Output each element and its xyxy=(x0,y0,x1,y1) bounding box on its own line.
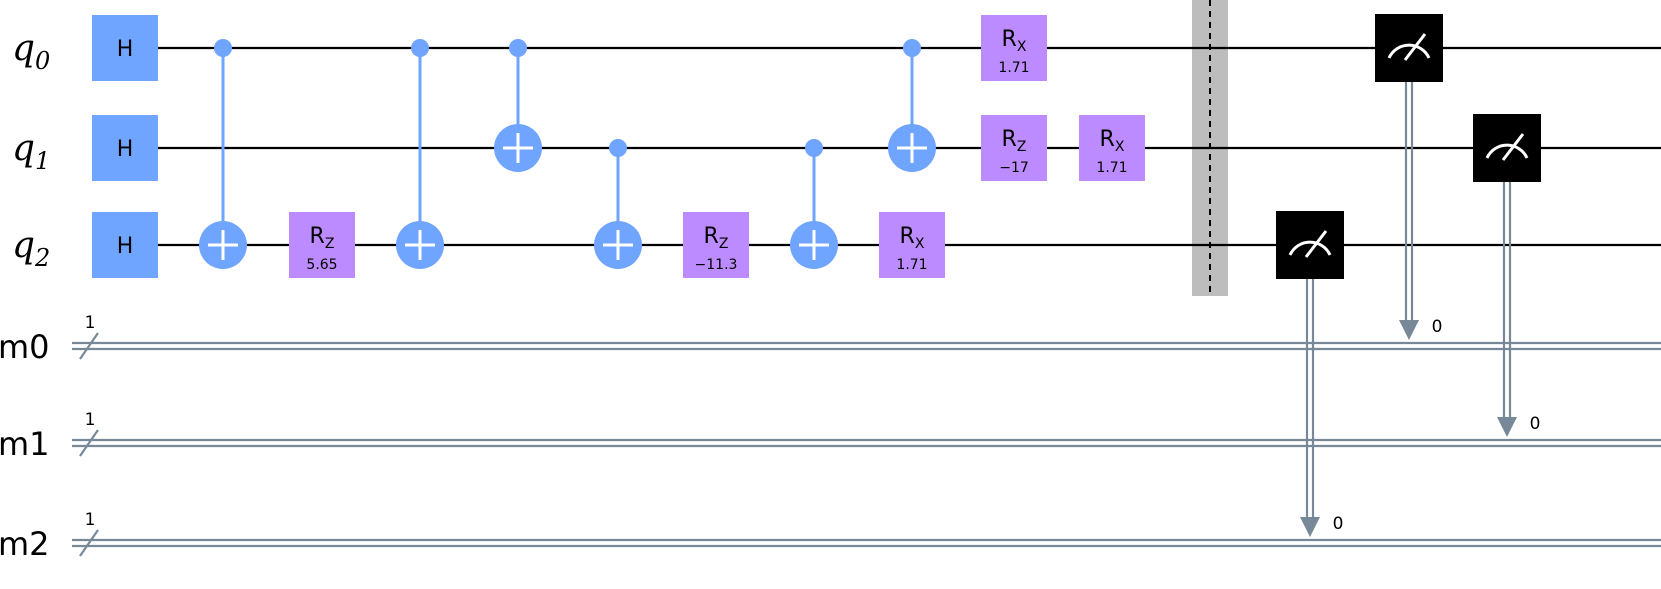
gate-label: RX xyxy=(1002,27,1027,55)
gate-name: R xyxy=(1100,127,1115,152)
gate-subscript: X xyxy=(1115,139,1125,155)
gate-label: RX xyxy=(900,224,925,252)
gate-name: H xyxy=(117,137,134,162)
rotation-gate xyxy=(981,115,1047,181)
meter-arc-icon xyxy=(1288,240,1332,256)
gate-subscript: X xyxy=(1017,39,1027,55)
classical-width-label-0: 1 xyxy=(85,313,96,333)
qubit-label-index: 2 xyxy=(34,244,50,272)
measure-bit-label-2: 0 xyxy=(1530,414,1541,434)
qubit-label-base: q xyxy=(12,128,35,169)
gate-name: R xyxy=(1002,127,1017,152)
gate-parameter: 5.65 xyxy=(306,257,337,273)
rotation-gate xyxy=(879,212,945,278)
gate-name: R xyxy=(704,224,719,249)
cnot-control-dot-5 xyxy=(903,39,921,57)
classical-wire-slash-1 xyxy=(79,429,99,457)
classical-width-label-1: 1 xyxy=(85,410,96,430)
gate-label: H xyxy=(117,37,134,62)
gate-label: RZ xyxy=(1002,127,1027,155)
rotation-gate xyxy=(981,15,1047,81)
measure-arrow-2 xyxy=(1497,417,1517,437)
gate-name: R xyxy=(1002,27,1017,52)
meter-needle-icon xyxy=(1501,133,1525,161)
meter-arc-icon xyxy=(1387,43,1431,59)
qubit-label-index: 1 xyxy=(35,147,50,175)
qubit-label-base: q xyxy=(12,28,35,69)
gate-label: H xyxy=(117,137,134,162)
measure-gate xyxy=(1473,114,1541,182)
measure-gate xyxy=(1276,211,1344,279)
hadamard-gate xyxy=(92,15,158,81)
gate-parameter: −17 xyxy=(999,160,1029,176)
qubit-label-0: q0 xyxy=(12,28,50,75)
gate-parameter: 1.71 xyxy=(896,257,927,273)
cnot-control-dot-0 xyxy=(214,39,232,57)
gate-name: R xyxy=(900,224,915,249)
hadamard-gate xyxy=(92,115,158,181)
classical-width-label-2: 1 xyxy=(85,510,96,530)
gate-subscript: Z xyxy=(1017,139,1027,155)
gate-name: H xyxy=(117,37,134,62)
measure-arrow-0 xyxy=(1300,517,1320,537)
gate-subscript: Z xyxy=(325,236,335,252)
gate-parameter: 1.71 xyxy=(998,60,1029,76)
gate-subscript: Z xyxy=(719,236,729,252)
classical-label-1: m1 xyxy=(0,425,50,463)
gate-label: RZ xyxy=(310,224,335,252)
gate-label: H xyxy=(117,234,134,259)
classical-label-0: m0 xyxy=(0,328,50,366)
gate-subscript: X xyxy=(915,236,925,252)
qubit-label-2: q2 xyxy=(12,225,50,272)
measure-bit-label-0: 0 xyxy=(1333,514,1344,534)
cnot-control-dot-2 xyxy=(509,39,527,57)
meter-needle-icon xyxy=(1403,33,1427,61)
cnot-control-dot-4 xyxy=(805,139,823,157)
measure-gate xyxy=(1375,14,1443,82)
rotation-gate xyxy=(1079,115,1145,181)
classical-wire-slash-0 xyxy=(79,332,99,360)
gate-label: RZ xyxy=(704,224,729,252)
cnot-control-dot-3 xyxy=(609,139,627,157)
gate-name: H xyxy=(117,234,134,259)
qubit-label-index: 0 xyxy=(35,47,50,75)
meter-arc-icon xyxy=(1485,143,1529,159)
classical-wire-slash-2 xyxy=(79,529,99,557)
measure-arrow-1 xyxy=(1399,320,1419,340)
gate-name: R xyxy=(310,224,325,249)
qubit-label-1: q1 xyxy=(12,128,50,175)
qubit-label-base: q xyxy=(12,225,35,266)
rotation-gate xyxy=(289,212,355,278)
measure-bit-label-1: 0 xyxy=(1432,317,1443,337)
gate-parameter: 1.71 xyxy=(1096,160,1127,176)
hadamard-gate xyxy=(92,212,158,278)
classical-label-2: m2 xyxy=(0,525,50,563)
rotation-gate xyxy=(683,212,749,278)
meter-needle-icon xyxy=(1304,230,1328,258)
cnot-control-dot-1 xyxy=(411,39,429,57)
gate-label: RX xyxy=(1100,127,1125,155)
gate-parameter: −11.3 xyxy=(695,257,738,273)
